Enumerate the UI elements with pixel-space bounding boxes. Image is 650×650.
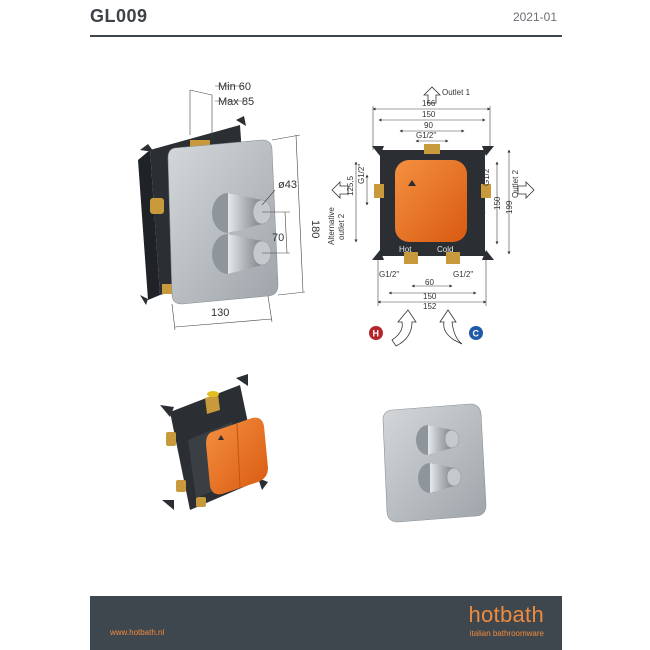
iso-view-cover-plate (382, 403, 487, 523)
dim-152-label: 152 (423, 302, 437, 311)
alt-outlet2-arrow (331, 181, 349, 199)
front-dimension-lines (354, 106, 511, 306)
plate-lower-knob (418, 463, 462, 493)
header-divider (90, 35, 562, 37)
iso-bottom-inlet (162, 284, 174, 294)
iso-left-inlet (150, 198, 164, 214)
outlet1-arrow (423, 86, 441, 104)
dim-60-label: 60 (425, 278, 434, 287)
iso-view-assembled: Min 60 Max 85 ø43 180 70 130 (138, 81, 321, 331)
document-date: 2021-01 (512, 10, 557, 24)
cold-label: Cold (437, 245, 453, 254)
thread-bottom-right-label: G1/2" (453, 270, 473, 279)
iso-upper-knob (212, 193, 272, 233)
hot-supply-arrow (391, 309, 417, 347)
iso-depth-max-label: Max 85 (218, 96, 254, 108)
iso2-left-inlet (166, 432, 176, 446)
dim-150-bottom-label: 150 (423, 292, 437, 301)
front-view-diagram: Outlet 1 Outlet 2 Alternative outlet 2 1… (327, 86, 535, 347)
brand-logo: hotbath (468, 602, 544, 627)
outlet2-arrow (517, 181, 535, 199)
front-left-inlet (374, 184, 384, 198)
iso2-top-inlet (205, 394, 220, 414)
iso-width-label: 130 (211, 307, 229, 319)
plate-upper-knob (416, 425, 460, 455)
cold-badge-label: C (473, 329, 480, 339)
iso2-bottom-inlet (176, 480, 186, 492)
front-orange-cap (395, 160, 467, 242)
dim-125-5-label: 125,5 (346, 175, 355, 196)
front-cold-inlet (446, 252, 460, 264)
iso-depth-min-label: Min 60 (218, 81, 251, 93)
dim-166-label: 166 (422, 99, 436, 108)
outlet2-label: Outlet 2 (511, 169, 520, 198)
iso-knob-spacing-label: 70 (272, 232, 284, 244)
front-cap-marker (408, 180, 416, 186)
hot-badge-label: H (373, 329, 380, 339)
hot-label: Hot (399, 245, 412, 254)
plate-surface (382, 403, 487, 523)
thread-right-label: G1/2" (482, 166, 491, 186)
front-top-inlet (424, 144, 440, 154)
brand-tagline: italian bathroomware (469, 629, 544, 638)
footer-website-link[interactable]: www.hotbath.nl (110, 628, 165, 637)
thread-left-label: G1/2" (357, 164, 366, 184)
alt-outlet2-label-line2: outlet 2 (337, 213, 346, 240)
dim-150-right-label: 150 (493, 196, 502, 210)
iso-view-body-with-cap (160, 374, 268, 510)
iso-dimension-lines (171, 85, 306, 331)
front-hot-inlet (404, 252, 418, 264)
dim-150-top-label: 150 (422, 110, 436, 119)
footer-bar: www.hotbath.nl hotbath italian bathroomw… (90, 596, 562, 650)
outlet1-label: Outlet 1 (442, 88, 471, 97)
cold-supply-arrow (439, 309, 463, 345)
thread-top-label: G1/2" (416, 131, 436, 140)
alt-outlet2-label-line1: Alternative (327, 207, 336, 245)
dim-199-label: 199 (505, 200, 514, 214)
front-right-inlet (481, 184, 491, 198)
iso-knob-diameter-label: ø43 (278, 179, 297, 191)
iso-height-label: 180 (309, 220, 321, 238)
thread-bottom-left-label: G1/2" (379, 270, 399, 279)
document-title: GL009 (90, 6, 148, 26)
cold-badge (469, 326, 483, 340)
dim-90-label: 90 (424, 121, 433, 130)
hot-badge (369, 326, 383, 340)
technical-drawing: Min 60 Max 85 ø43 180 70 130 (138, 81, 535, 523)
